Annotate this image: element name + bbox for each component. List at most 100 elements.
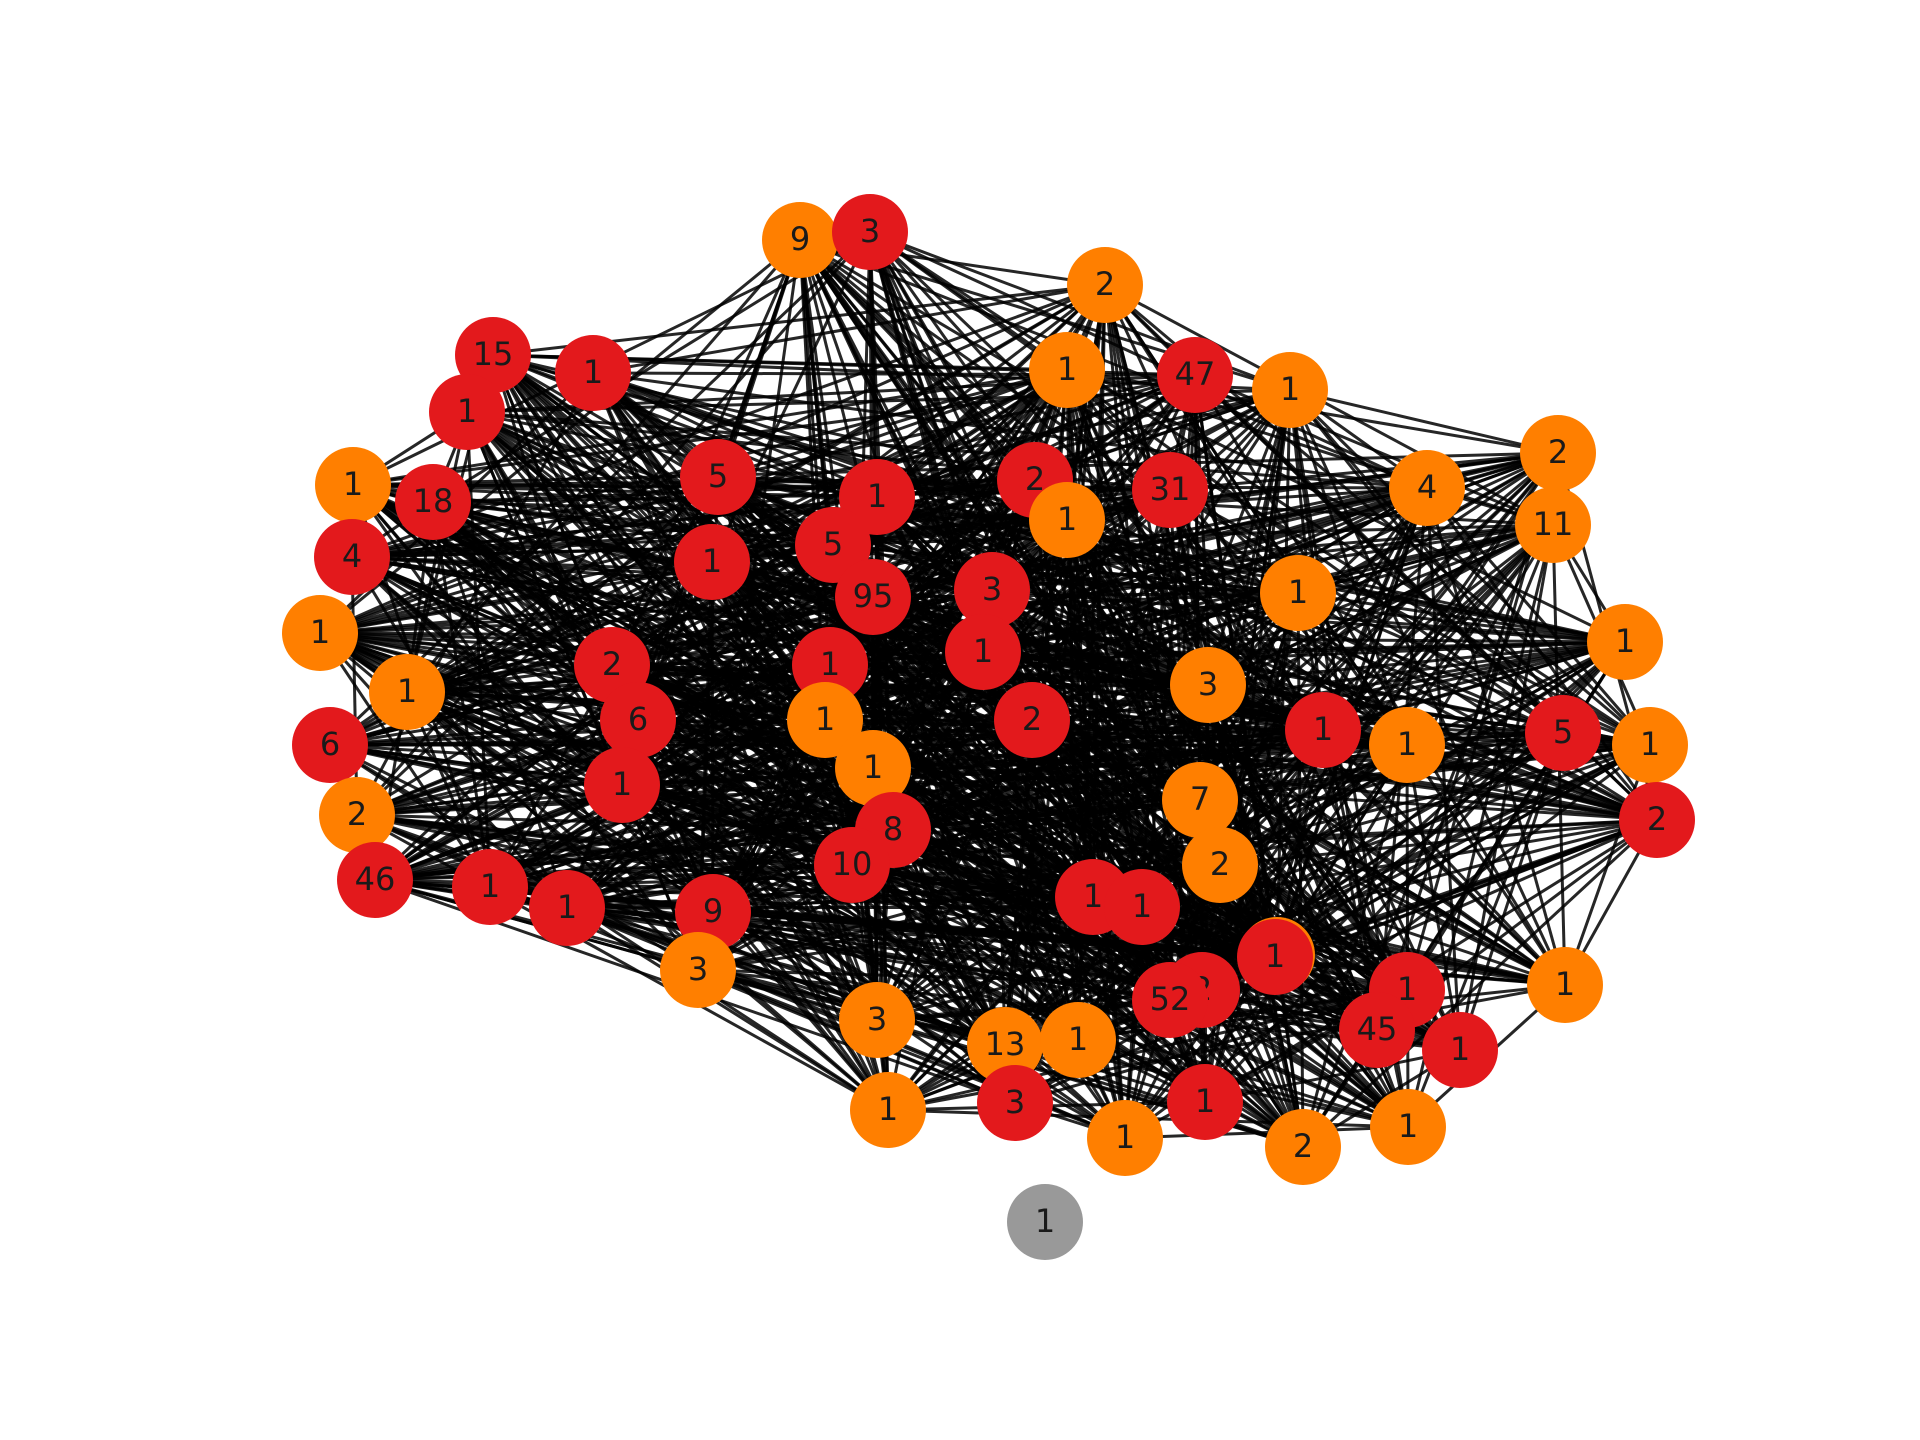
node-circle (839, 459, 915, 535)
graph-edge (1458, 732, 1565, 1051)
node-circle (977, 1065, 1053, 1141)
graph-edge (621, 783, 894, 832)
node-circle (850, 1072, 926, 1148)
node-label: 1 (1450, 1030, 1470, 1068)
graph-node: 15 (455, 317, 531, 393)
graph-edge (406, 543, 834, 694)
node-label: 10 (832, 845, 873, 883)
graph-edge (710, 560, 1207, 1104)
node-circle (455, 317, 531, 393)
graph-node: 1 (1087, 1100, 1163, 1176)
graph-node: 1 (850, 1072, 926, 1148)
graph-edge (319, 591, 1299, 635)
node-circle (1265, 1109, 1341, 1185)
graph-edge (982, 486, 1428, 654)
graph-edge (592, 283, 1106, 375)
node-label: 1 (1280, 370, 1300, 408)
node-label: 3 (1005, 1083, 1025, 1121)
graph-node: 2 (319, 777, 395, 853)
graph-edge (1297, 591, 1658, 822)
graph-edge (566, 895, 1094, 910)
node-circle (1587, 604, 1663, 680)
graph-edge (982, 591, 1299, 654)
node-circle (395, 464, 471, 540)
graph-node: 1 (839, 459, 915, 535)
node-label: 1 (1035, 1202, 1055, 1240)
node-label: 1 (1057, 500, 1077, 538)
node-circle (1520, 415, 1596, 491)
graph-node: 1 (1587, 604, 1663, 680)
node-circle (369, 654, 445, 730)
node-circle (1132, 962, 1208, 1038)
graph-edge (717, 475, 1171, 492)
graph-node: 1 (1527, 947, 1603, 1023)
graph-node: 1 (1612, 707, 1688, 783)
node-circle (762, 202, 838, 278)
graph-node: 6 (292, 707, 368, 783)
graph-node: 18 (395, 464, 471, 540)
graph-node: 1 (1104, 869, 1180, 945)
graph-edge (406, 690, 1324, 732)
node-label: 9 (790, 220, 810, 258)
node-label: 1 (310, 613, 330, 651)
graph-node: 46 (337, 842, 413, 918)
graph-node: 2 (1619, 782, 1695, 858)
graph-edge (319, 560, 713, 635)
graph-node: 7 (1162, 762, 1238, 838)
graph-node: 6 (600, 682, 676, 758)
node-label: 1 (1057, 350, 1077, 388)
graph-node: 3 (839, 982, 915, 1058)
node-circle (1237, 919, 1313, 995)
graph-edge (851, 863, 1566, 987)
node-label: 2 (1548, 433, 1568, 471)
graph-node: 3 (977, 1065, 1053, 1141)
node-label: 1 (702, 542, 722, 580)
graph-node: 3 (954, 552, 1030, 628)
node-circle (1067, 247, 1143, 323)
node-label: 1 (1555, 965, 1575, 1003)
node-circle (1040, 1002, 1116, 1078)
node-label: 1 (1288, 573, 1308, 611)
graph-node: 1 (835, 730, 911, 806)
node-circle (1087, 1100, 1163, 1176)
graph-edge (329, 743, 1221, 867)
graph-edge (892, 828, 1566, 987)
node-label: 1 (1068, 1020, 1088, 1058)
graph-node: 13 (967, 1007, 1043, 1083)
graph-node: 1 (1370, 1089, 1446, 1165)
node-label: 11 (1533, 505, 1574, 543)
node-label: 3 (982, 570, 1002, 608)
node-circle (452, 849, 528, 925)
graph-node: 1 (1007, 1184, 1083, 1260)
graph-node: 4 (314, 519, 390, 595)
graph-node: 1 (792, 627, 868, 703)
node-circle (835, 730, 911, 806)
node-label: 5 (1553, 713, 1573, 751)
node-circle (584, 747, 660, 823)
node-label: 1 (1397, 725, 1417, 763)
node-label: 1 (1132, 887, 1152, 925)
node-circle (1389, 450, 1465, 526)
graph-edge (1297, 591, 1626, 644)
node-circle (600, 682, 676, 758)
node-circle (1525, 695, 1601, 771)
node-label: 2 (347, 795, 367, 833)
node-circle (315, 447, 391, 523)
graph-edge (1077, 988, 1408, 1042)
node-label: 3 (688, 950, 708, 988)
node-label: 47 (1175, 355, 1216, 393)
node-circle (529, 870, 605, 946)
graph-edge (319, 595, 874, 635)
node-circle (1260, 555, 1336, 631)
node-label: 46 (355, 860, 396, 898)
node-circle (1182, 827, 1258, 903)
graph-edge (489, 885, 1203, 992)
node-circle (787, 682, 863, 758)
node-circle (314, 519, 390, 595)
graph-edge (352, 451, 1559, 487)
graph-node: 3 (1170, 647, 1246, 723)
node-circle (814, 827, 890, 903)
node-label: 1 (343, 465, 363, 503)
graph-edge (351, 478, 1036, 559)
